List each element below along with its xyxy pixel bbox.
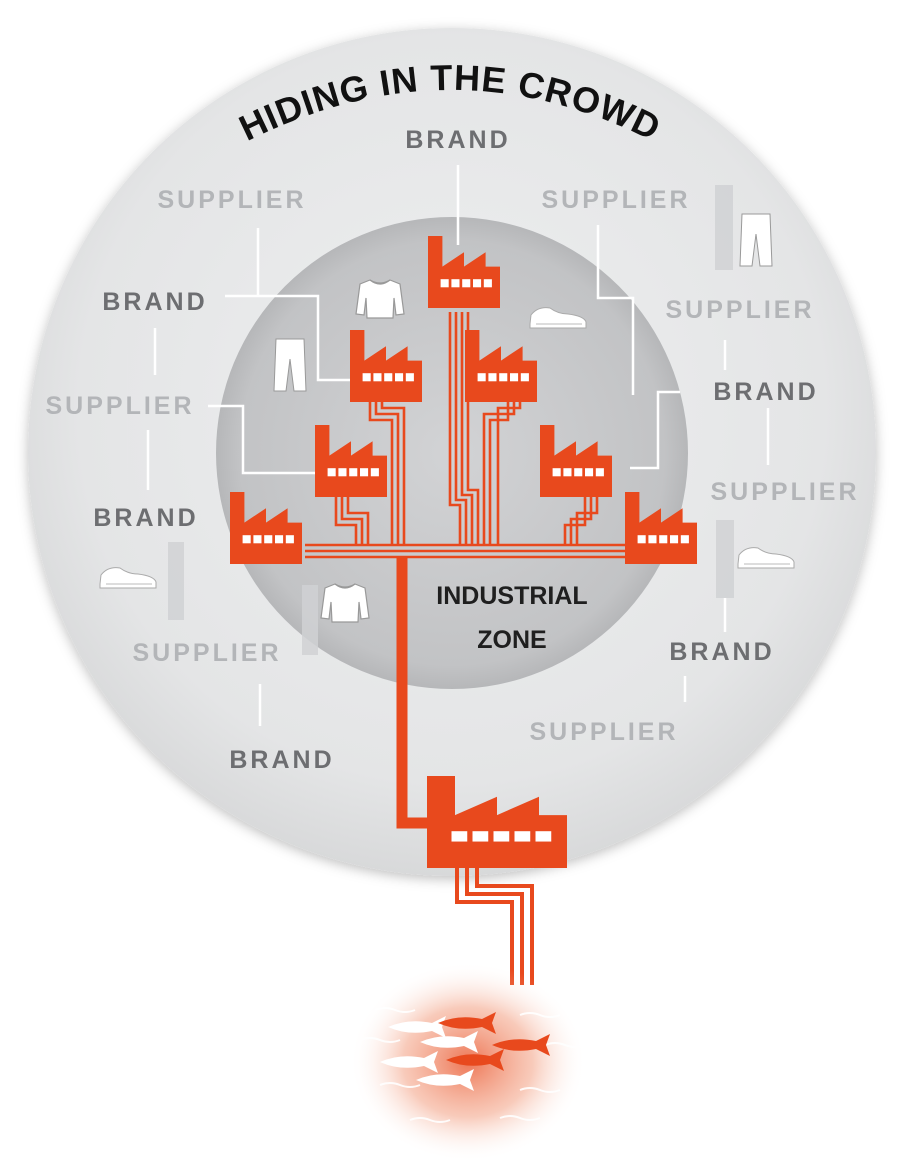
brand-label: BRAND [405,126,510,154]
outflow-pipes [455,868,534,985]
industrial-zone-label-line1: INDUSTRIAL [436,582,587,610]
decor-bars [168,185,734,655]
supplier-label: SUPPLIER [132,639,281,667]
connector-lines [146,165,770,726]
brand-label: BRAND [713,378,818,406]
supplier-label: SUPPLIER [157,186,306,214]
brand-label: BRAND [229,746,334,774]
sweater-icon [320,583,370,623]
industrial-zone-circle [216,217,688,689]
industrial-zone-label-line2: ZONE [477,626,546,654]
brand-label: BRAND [93,504,198,532]
supplier-label: SUPPLIER [665,296,814,324]
supplier-label: SUPPLIER [529,718,678,746]
sweater-icon [355,279,405,319]
brand-label: BRAND [669,638,774,666]
brand-label: BRAND [102,288,207,316]
supplier-label: SUPPLIER [45,392,194,420]
supplier-label: SUPPLIER [710,478,859,506]
pipe-header [305,543,625,559]
supplier-label: SUPPLIER [541,186,690,214]
water-ripples [359,1007,586,1123]
